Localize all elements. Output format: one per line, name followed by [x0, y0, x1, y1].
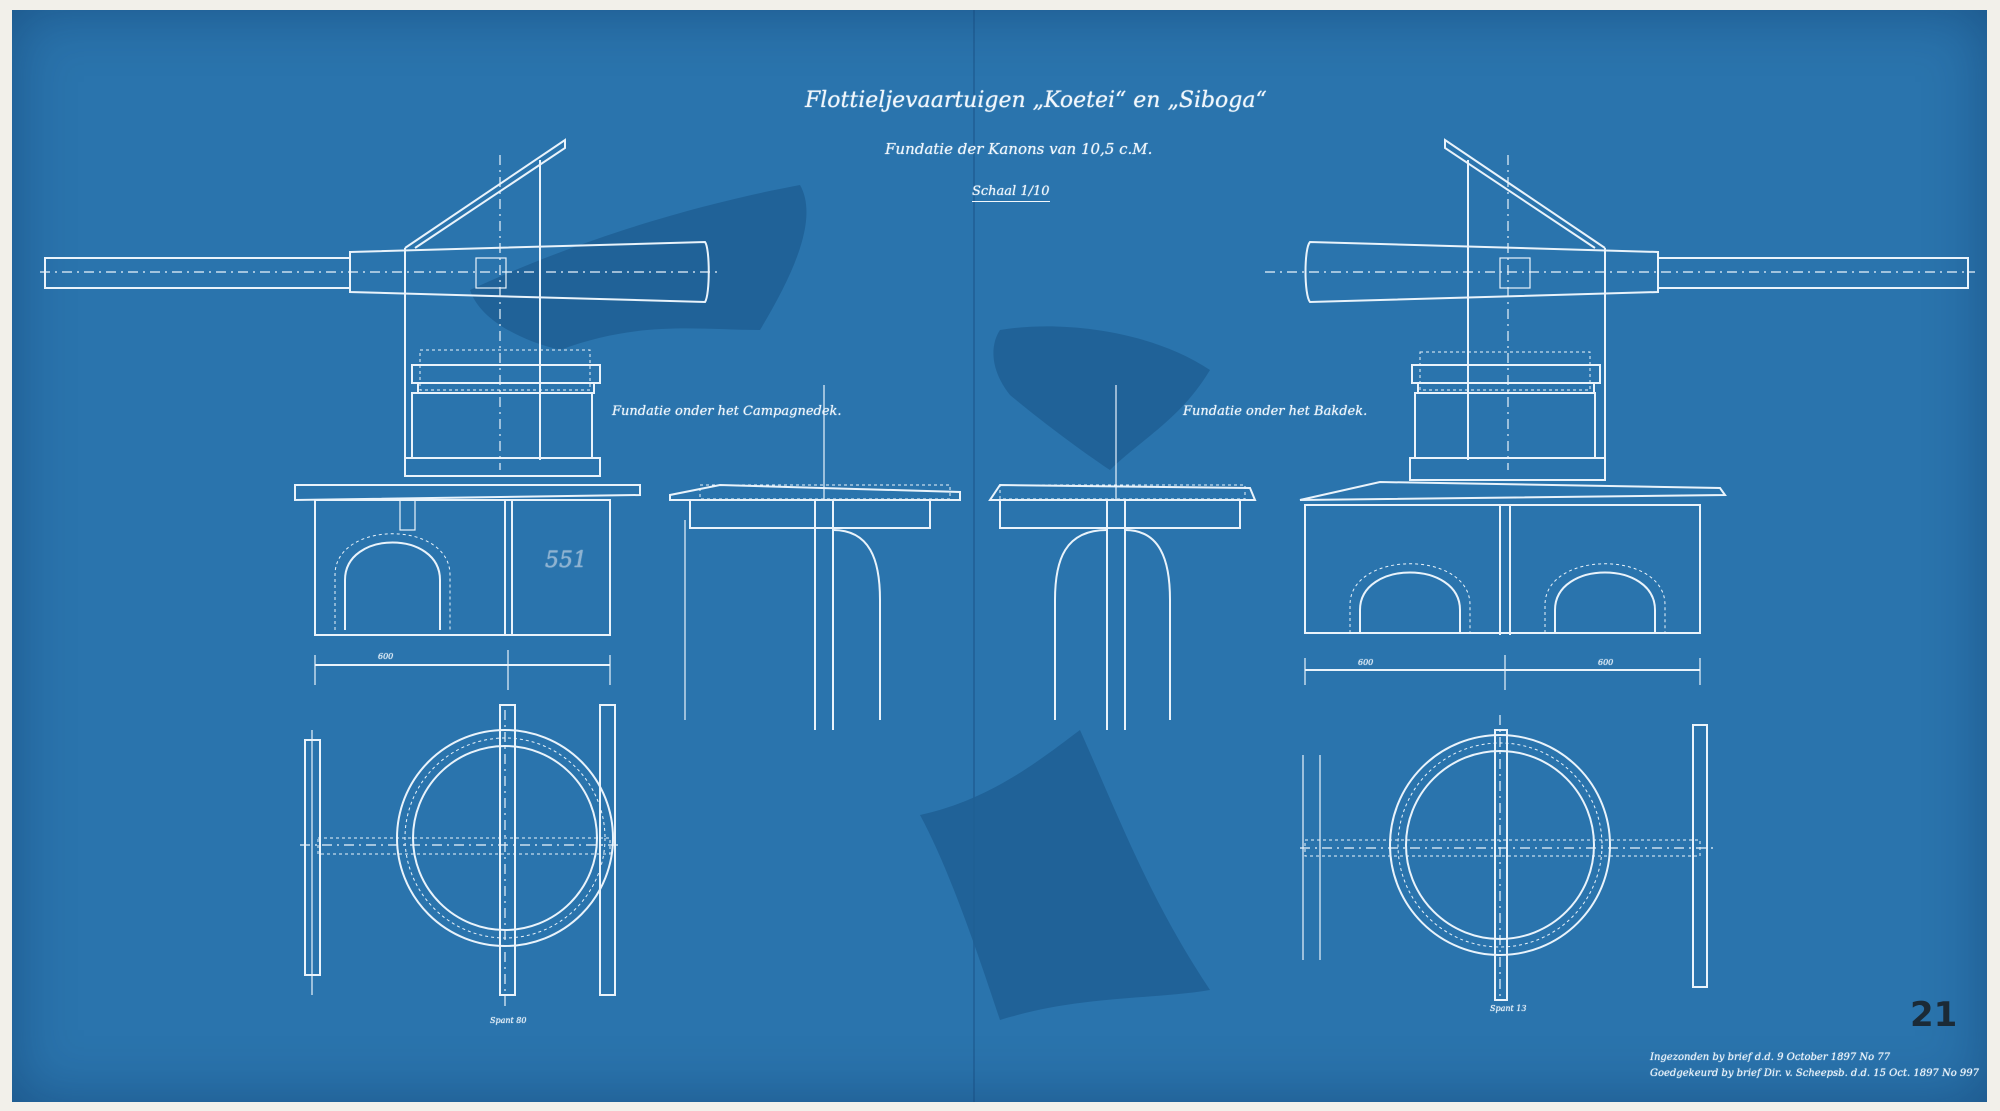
centre-section-left [669, 385, 961, 730]
drawing-subtitle: Fundatie der Kanons van 10,5 c.M. [885, 140, 1153, 158]
left-foundation-section [314, 499, 611, 690]
water-stain-middle [993, 326, 1210, 470]
approval-note: Goedgekeurd by brief Dir. v. Scheepsb. d… [1650, 1068, 1980, 1079]
frame-label-right: Spant 13 [1490, 1004, 1527, 1013]
left-gun-elevation [40, 138, 720, 502]
center-fold [973, 10, 975, 1102]
dimension-label: 600 [378, 652, 394, 661]
water-stain-top [470, 185, 807, 350]
label-campagnedek: Fundatie onder het Campagnedek. [612, 404, 842, 419]
water-stain-bottom [920, 730, 1210, 1020]
archive-stamp: 551 [545, 548, 587, 573]
submission-note: Ingezonden by brief d.d. 9 October 1897 … [1650, 1052, 1891, 1063]
drawing-title: Flottieljevaartuigen „Koetei“ en „Siboga… [805, 88, 1267, 113]
dimension-label: 600 [1598, 658, 1614, 667]
scale-label: Schaal 1/10 [972, 184, 1050, 202]
label-bakdek: Fundatie onder het Bakdek. [1183, 404, 1368, 419]
sheet-number: 21 [1910, 995, 1958, 1035]
dimension-label: 600 [1358, 658, 1374, 667]
left-foundation-plan [300, 704, 620, 1010]
centre-section-right [988, 385, 1257, 730]
frame-label-left: Spant 80 [490, 1016, 527, 1025]
right-foundation-plan [1300, 715, 1715, 1001]
right-foundation-section [1304, 504, 1701, 690]
right-gun-elevation [1265, 138, 1975, 501]
